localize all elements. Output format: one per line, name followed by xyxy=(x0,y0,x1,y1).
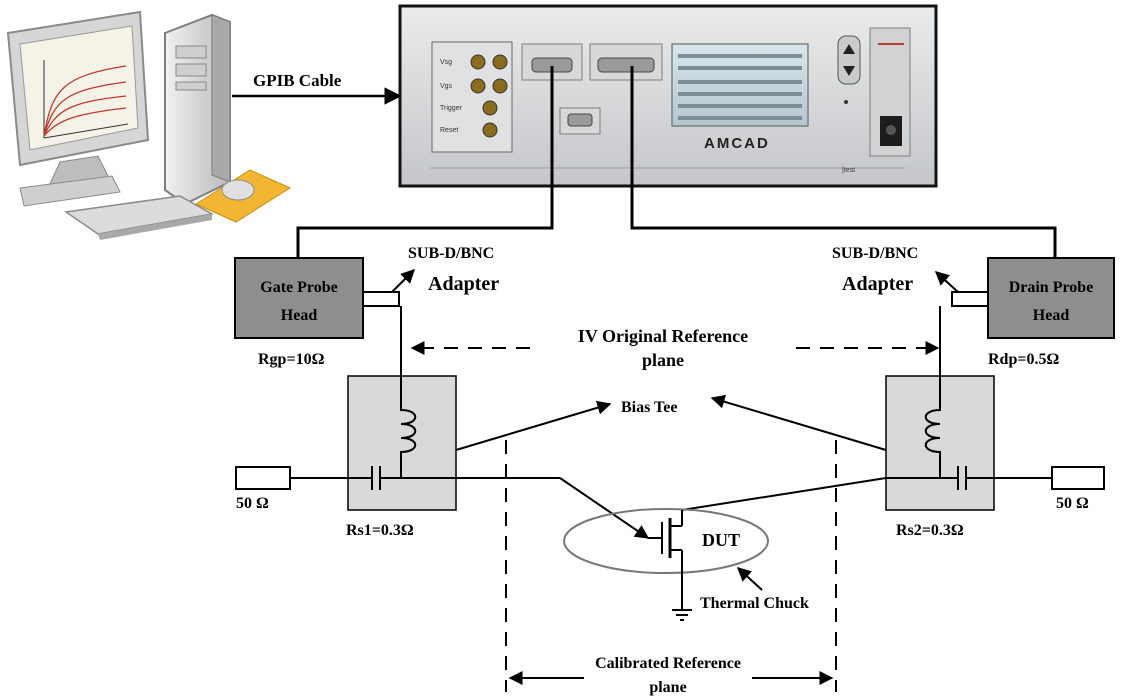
drain-probe-head-line2: Head xyxy=(1033,307,1070,324)
cal-plane-label-line2: plane xyxy=(649,679,686,696)
gate-probe-head: Gate Probe Head xyxy=(234,257,364,339)
gate-adapter-arrow xyxy=(391,269,415,293)
drain-adapter-label-line1: SUB-D/BNC xyxy=(832,245,918,262)
instrument-tag: |test xyxy=(842,167,855,174)
mouse xyxy=(194,169,292,223)
instrument-logo: AMCAD xyxy=(704,135,770,152)
gate-adapter xyxy=(362,291,400,307)
right-load-label: 50 Ω xyxy=(1056,495,1089,512)
computer-tower xyxy=(164,13,231,206)
thermal-chuck xyxy=(563,508,769,574)
left-50-ohm-load xyxy=(235,466,291,490)
screen-plot xyxy=(43,60,129,139)
dut-transistor xyxy=(563,508,769,621)
gate-probe-resistance: Rgp=10Ω xyxy=(258,351,325,368)
rf-line xyxy=(290,477,1052,539)
right-bias-tee xyxy=(885,306,995,511)
drain-cable xyxy=(630,66,1057,258)
bias-tee-label: Bias Tee xyxy=(621,399,677,416)
gate-adapter-label-line2: Adapter xyxy=(428,273,499,295)
gate-probe-head-line2: Head xyxy=(281,307,318,324)
drain-probe-head-line1: Drain Probe xyxy=(1009,279,1094,296)
iv-plane-label-line2: plane xyxy=(642,350,684,370)
left-bias-tee xyxy=(347,306,457,511)
drain-subd-port xyxy=(589,43,663,81)
thermal-chuck-label: Thermal Chuck xyxy=(700,595,809,612)
right-50-ohm-load xyxy=(1051,466,1105,490)
power-section xyxy=(869,27,911,157)
cal-plane-label-line1: Calibrated Reference xyxy=(595,655,741,672)
bnc-connector-panel: Vsg Vgs Trigger Reset xyxy=(431,41,513,153)
drain-probe-resistance: Rdp=0.5Ω xyxy=(988,351,1059,368)
dut-label: DUT xyxy=(702,530,740,550)
gpib-cable-label: GPIB Cable xyxy=(253,71,342,90)
panel-label: Trigger xyxy=(440,105,463,112)
iv-instrument: Vsg Vgs Trigger Reset AMCAD xyxy=(398,4,938,188)
bias-tee-right-arrow xyxy=(710,394,887,451)
gate-cable xyxy=(296,66,554,258)
rs1-label: Rs1=0.3Ω xyxy=(346,522,414,539)
iv-plane-label-line1: IV Original Reference xyxy=(578,326,748,346)
bias-tee-left-arrow xyxy=(455,400,612,451)
panel-label: Reset xyxy=(440,127,458,134)
front-panel-buttons xyxy=(837,35,861,104)
auxiliary-port xyxy=(559,107,601,135)
monitor xyxy=(6,10,150,207)
drain-adapter-arrow xyxy=(934,271,959,293)
drain-adapter-label-line2: Adapter xyxy=(842,273,913,295)
keyboard xyxy=(63,195,215,240)
computer xyxy=(6,10,292,240)
drain-probe-head: Drain Probe Head xyxy=(987,257,1115,339)
panel-label: Vsg xyxy=(440,59,452,66)
rs2-label: Rs2=0.3Ω xyxy=(896,522,964,539)
gate-adapter-label-line1: SUB-D/BNC xyxy=(408,245,494,262)
left-load-label: 50 Ω xyxy=(236,495,269,512)
gate-probe-head-line1: Gate Probe xyxy=(260,279,337,296)
drain-adapter xyxy=(951,291,989,307)
lcd-display xyxy=(671,43,809,127)
thermal-chuck-arrow xyxy=(736,567,763,591)
panel-label: Vgs xyxy=(440,83,453,90)
